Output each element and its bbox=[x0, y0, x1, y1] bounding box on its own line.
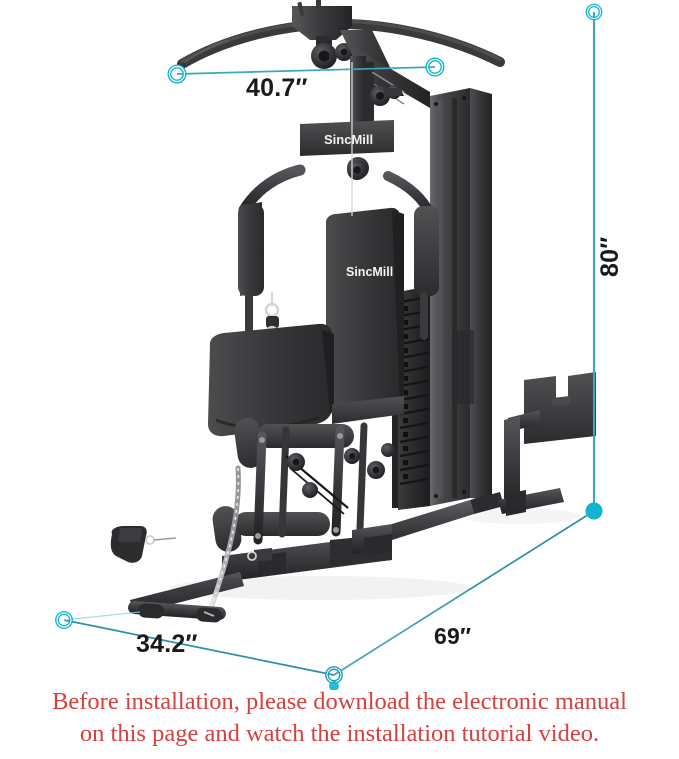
top-pulley-bracket bbox=[292, 0, 353, 69]
leg-extension-assembly bbox=[212, 418, 395, 552]
ankle-strap-accessory bbox=[110, 526, 177, 563]
dimension-label-base-width: 34.2″ bbox=[136, 630, 198, 658]
straight-bar bbox=[128, 601, 226, 623]
installation-notice-line-2: on this page and watch the installation … bbox=[79, 720, 600, 748]
brand-logo-seat-text: SincMill bbox=[346, 265, 393, 279]
weight-stack-column bbox=[430, 88, 492, 506]
installation-notice: Before installation, please download the… bbox=[0, 686, 679, 751]
dimension-dot-marker-bottom bbox=[329, 681, 339, 690]
brand-badge-top: SincMill bbox=[300, 120, 394, 156]
seat-backrest: SincMill bbox=[326, 207, 404, 414]
dimension-ring-marker-width-right bbox=[425, 57, 445, 77]
dimension-ring-marker-height-top bbox=[585, 3, 603, 21]
seat-pan bbox=[208, 323, 404, 437]
brand-logo-top-text: SincMill bbox=[324, 132, 373, 147]
leg-press-footplate bbox=[498, 372, 596, 516]
dimension-line-width bbox=[176, 66, 436, 75]
dimension-ring-marker-base-left bbox=[55, 611, 73, 629]
dimension-label-width: 40.7″ bbox=[246, 74, 308, 102]
thigh-roller bbox=[234, 418, 264, 468]
chain-and-bar-accessory bbox=[128, 465, 272, 623]
dimension-line-depth bbox=[333, 510, 595, 676]
dimension-label-height: 80″ bbox=[596, 236, 624, 277]
dimension-ring-marker-width-left bbox=[167, 64, 187, 84]
dimension-label-depth: 69″ bbox=[434, 623, 472, 649]
dimension-annotations bbox=[55, 3, 603, 690]
dimension-dot-marker-right-corner bbox=[585, 502, 603, 520]
dimension-line-base-width bbox=[63, 619, 335, 676]
installation-notice-line-1: Before installation, please download the… bbox=[52, 688, 627, 715]
home-gym-illustration: SincMill bbox=[110, 0, 596, 623]
